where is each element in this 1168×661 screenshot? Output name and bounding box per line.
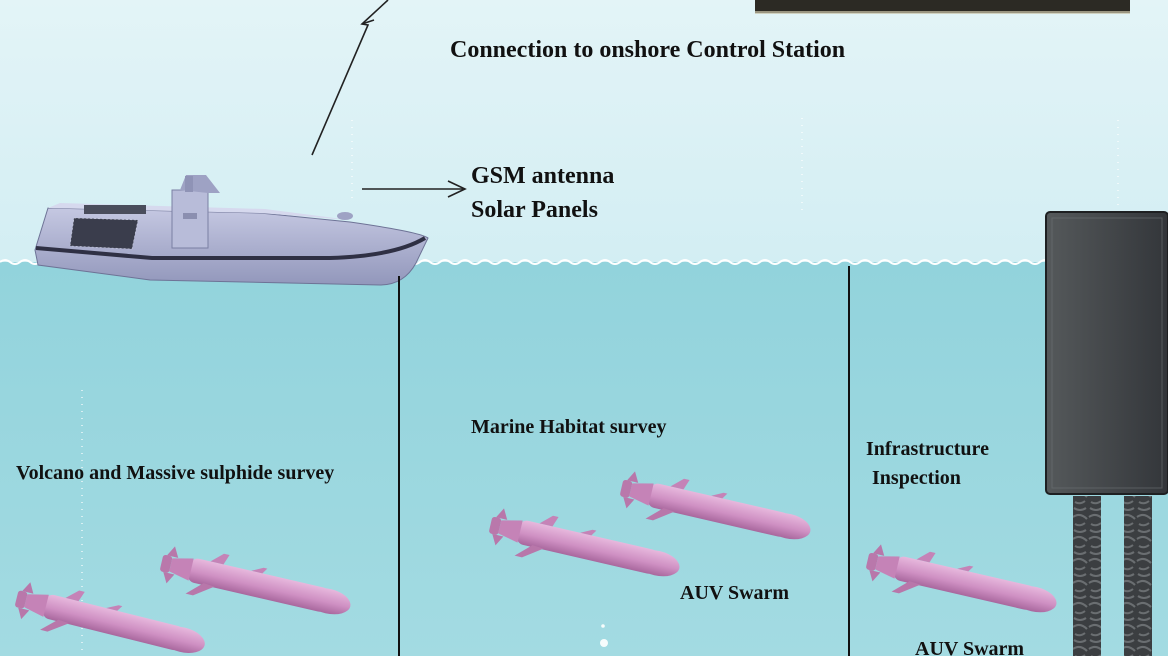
bubble: [600, 639, 608, 647]
auv-swarm-label: AUV Swarm: [680, 582, 790, 604]
dotted-guides: [81, 118, 1119, 656]
infrastructure-inspection-label: Infrastructure Inspection: [866, 435, 989, 493]
pillar-structure-icon: [1045, 211, 1168, 656]
solar-panels-label: Solar Panels: [471, 197, 598, 223]
boat-icon: [34, 175, 429, 286]
arrow-icon: [362, 180, 467, 198]
infrastructure-label-line2: Inspection: [872, 467, 961, 489]
habitat-survey-label: Marine Habitat survey: [471, 416, 667, 438]
volcano-survey-label: Volcano and Massive sulphide survey: [16, 462, 335, 484]
photo-strip: [755, 0, 1130, 13]
auv-swarm-label: AUV Swarm: [915, 638, 1025, 660]
infrastructure-label-line1: Infrastructure: [866, 438, 989, 460]
solar-panel-icon: [69, 205, 146, 250]
surface-equipment-labels: GSM antenna Solar Panels: [471, 159, 614, 227]
radio-signal-icon: [311, 0, 389, 156]
bubble: [601, 624, 605, 628]
gsm-antenna-label: GSM antenna: [471, 163, 615, 189]
diagram-title: Connection to onshore Control Station: [450, 37, 846, 63]
